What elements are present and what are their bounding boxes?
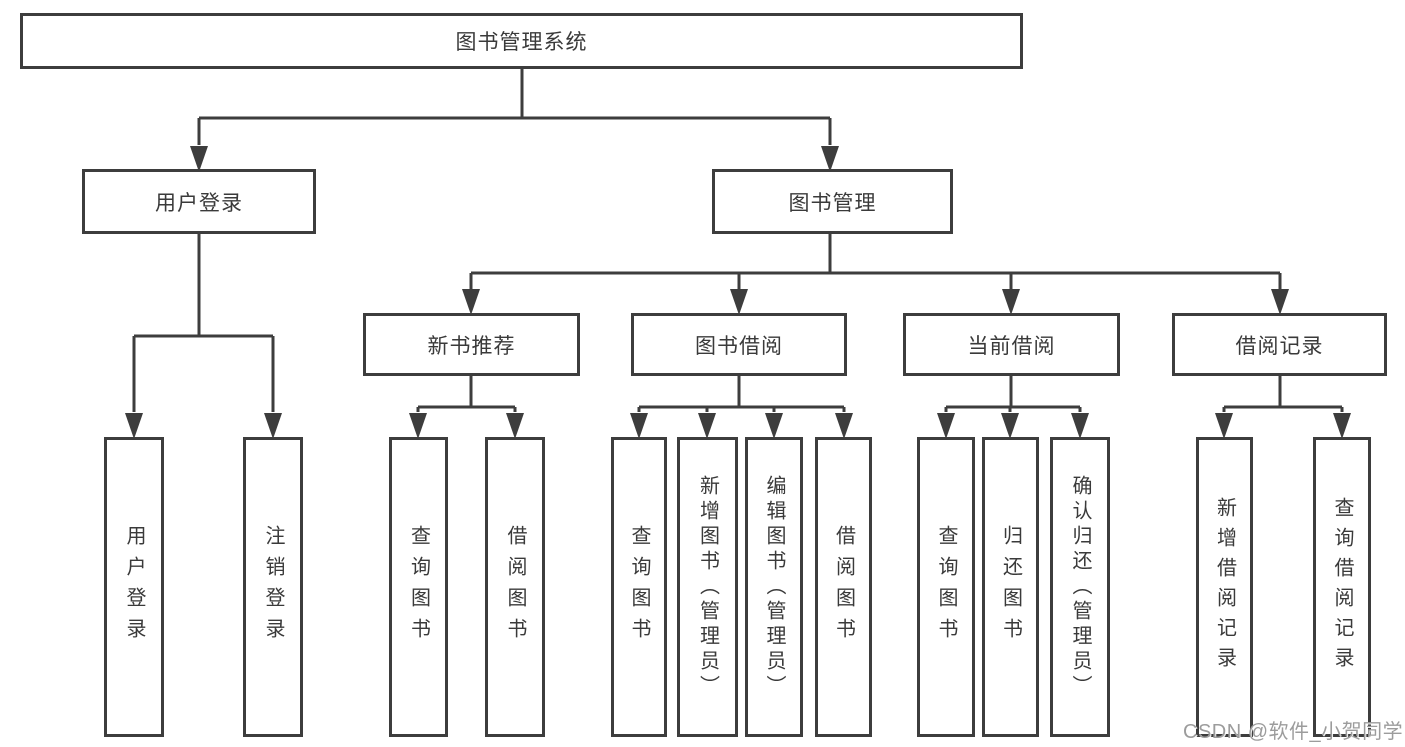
arrowhead-icon — [630, 413, 648, 439]
arrowhead-icon — [409, 413, 427, 439]
connector-arrowheads — [125, 146, 1351, 439]
leaf-rec-borrow-book-label: 借阅图书 — [504, 525, 526, 649]
leaf-records-add-record-label: 新增借阅记录 — [1213, 497, 1236, 677]
leaf-rec-borrow-book: 借阅图书 — [485, 437, 545, 737]
leaf-current-query-book-label: 查询图书 — [935, 525, 957, 649]
leaf-records-query-record-label: 查询借阅记录 — [1331, 497, 1353, 677]
arrowhead-icon — [698, 413, 716, 439]
node-book-mgmt: 图书管理 — [712, 169, 953, 234]
arrowhead-icon — [937, 413, 955, 439]
node-current-borrow: 当前借阅 — [903, 313, 1120, 376]
connector-borrow-records-to-children — [1222, 376, 1344, 412]
leaf-records-add-record: 新增借阅记录 — [1196, 437, 1253, 737]
leaf-records-query-record: 查询借阅记录 — [1313, 437, 1371, 737]
arrowhead-icon — [1215, 413, 1233, 439]
leaf-user-login: 用户登录 — [104, 437, 164, 737]
arrowhead-icon — [1071, 413, 1089, 439]
leaf-current-confirm-return: 确认归还（管理员） — [1050, 437, 1110, 737]
connector-book-borrow-to-children — [637, 376, 846, 412]
arrowhead-icon — [125, 413, 143, 439]
leaf-logout: 注销登录 — [243, 437, 303, 737]
leaf-borrow-edit-book: 编辑图书（管理员） — [745, 437, 803, 737]
arrowhead-icon — [730, 289, 748, 315]
connector-new-book-rec-to-children — [416, 376, 517, 412]
leaf-current-return-book: 归还图书 — [982, 437, 1039, 737]
leaf-rec-query-book: 查询图书 — [389, 437, 448, 737]
leaf-borrow-query-book: 查询图书 — [611, 437, 667, 737]
arrowhead-icon — [821, 146, 839, 172]
arrowhead-icon — [765, 413, 783, 439]
leaf-borrow-borrow-book: 借阅图书 — [815, 437, 872, 737]
node-user-login: 用户登录 — [82, 169, 316, 234]
csdn-watermark: CSDN @软件_小贺同学 — [1183, 721, 1404, 743]
leaf-borrow-add-book-label: 新增图书（管理员） — [696, 474, 719, 700]
leaf-user-login-label: 用户登录 — [123, 525, 145, 649]
leaf-logout-label: 注销登录 — [262, 525, 284, 649]
arrowhead-icon — [462, 289, 480, 315]
connector-lines — [132, 69, 1344, 412]
connector-current-borrow-to-children — [944, 376, 1082, 412]
node-book-borrow: 图书借阅 — [631, 313, 847, 376]
leaf-borrow-query-book-label: 查询图书 — [628, 525, 650, 649]
connector-root-to-level2 — [197, 69, 832, 145]
connector-book-mgmt-to-level3 — [469, 234, 1282, 289]
arrowhead-icon — [190, 146, 208, 172]
connector-user-login-to-children — [132, 234, 275, 412]
arrowhead-icon — [1333, 413, 1351, 439]
leaf-rec-query-book-label: 查询图书 — [407, 525, 430, 649]
leaf-borrow-borrow-book-label: 借阅图书 — [832, 525, 855, 649]
leaf-current-query-book: 查询图书 — [917, 437, 975, 737]
node-root: 图书管理系统 — [20, 13, 1023, 69]
arrowhead-icon — [1271, 289, 1289, 315]
node-new-book-rec: 新书推荐 — [363, 313, 580, 376]
arrowhead-icon — [835, 413, 853, 439]
leaf-current-return-book-label: 归还图书 — [999, 525, 1022, 649]
arrowhead-icon — [1002, 289, 1020, 315]
node-borrow-records: 借阅记录 — [1172, 313, 1387, 376]
leaf-borrow-add-book: 新增图书（管理员） — [677, 437, 738, 737]
arrowhead-icon — [506, 413, 524, 439]
arrowhead-icon — [1001, 413, 1019, 439]
leaf-borrow-edit-book-label: 编辑图书（管理员） — [763, 474, 785, 700]
arrowhead-icon — [264, 413, 282, 439]
leaf-current-confirm-return-label: 确认归还（管理员） — [1069, 474, 1091, 700]
